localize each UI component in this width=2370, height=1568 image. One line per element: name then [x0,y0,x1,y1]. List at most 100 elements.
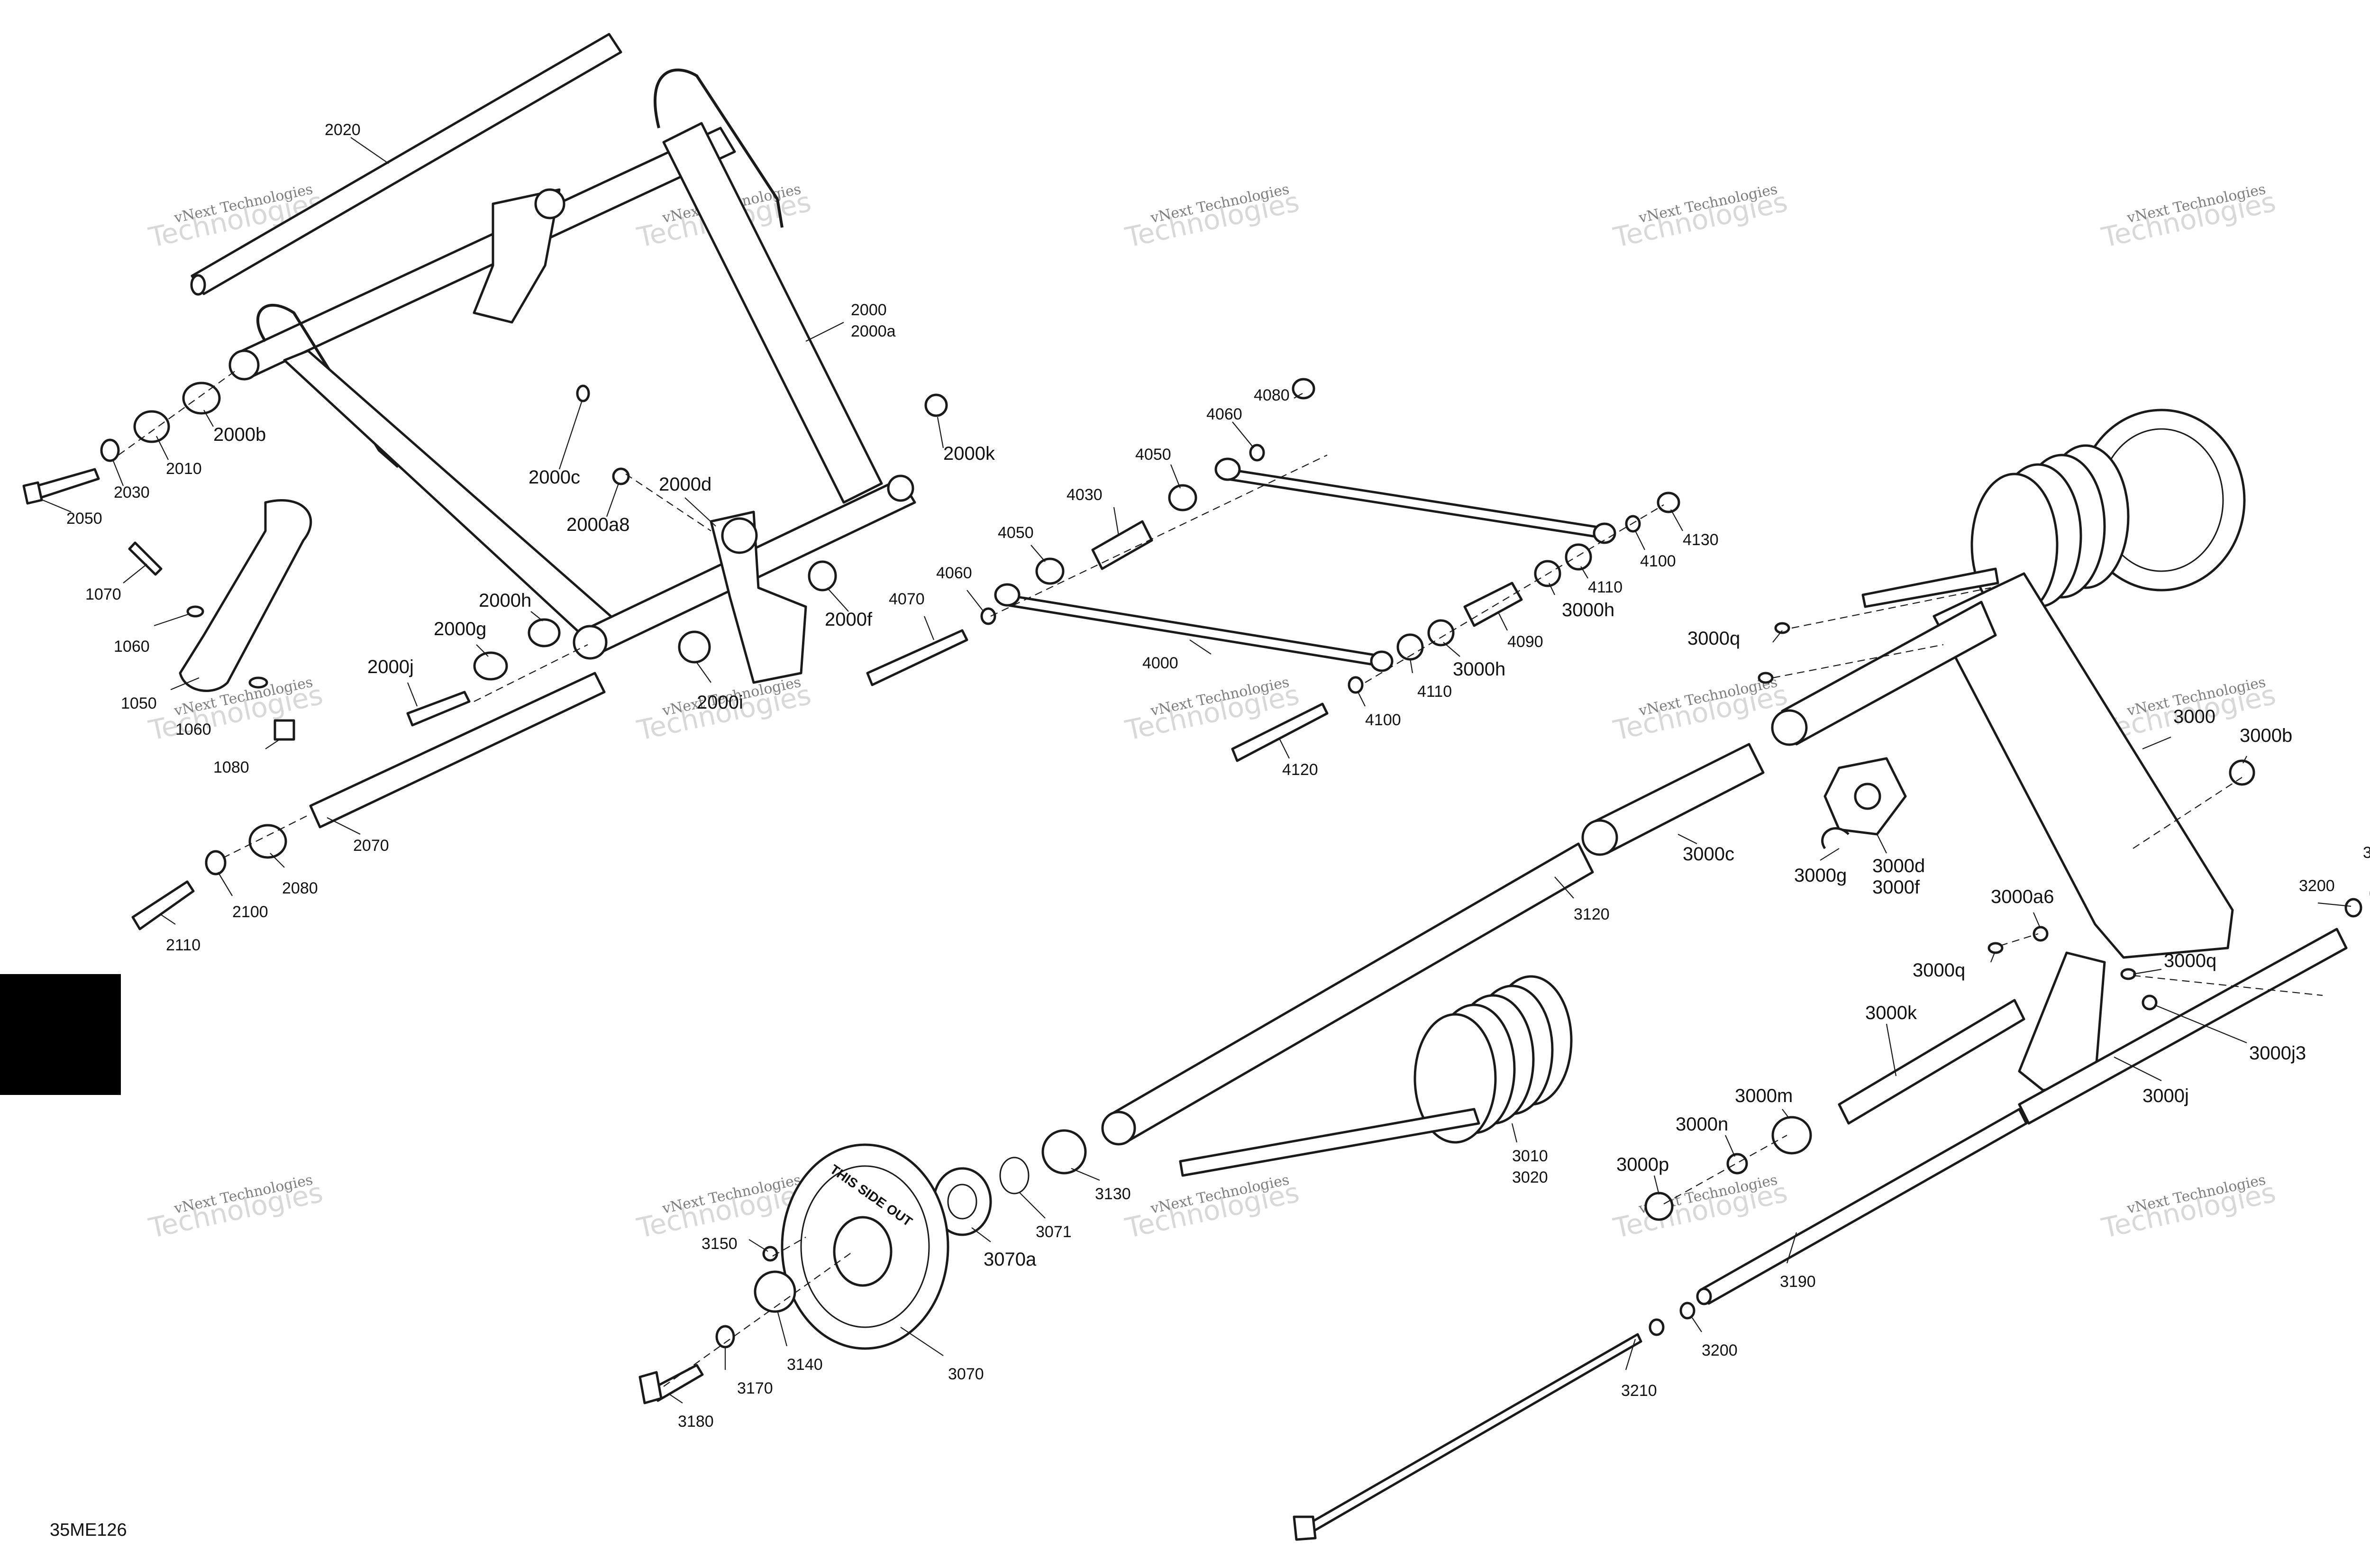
watermark-11: Technologies vNext Technologies [146,1172,326,1245]
bushing-2000h [528,618,561,647]
bolt-4070 [866,629,968,686]
callout-3200a: 3200 [2299,877,2335,895]
nut-4080 [1292,378,1315,400]
rod-4000-eye-right [1370,650,1394,672]
callout-4050b: 4050 [998,524,1034,542]
bearing-3070a-inner [947,1184,977,1220]
bolt-2050-head [22,481,43,505]
bushing-3000h-b [1427,619,1455,647]
bolt-3210-head [1293,1515,1317,1541]
callout-1060b: 1060 [175,720,211,738]
wheel-3070-rim [800,1165,930,1328]
callout-3010: 3010 [1512,1147,1548,1165]
callout-4030: 4030 [1066,486,1103,504]
washer-3170 [715,1325,735,1349]
callout-4090: 4090 [1507,633,1543,651]
nut-3000j3 [2142,994,2158,1011]
nut-3000a6 [2033,926,2049,942]
callout-3000j: 3000j [2142,1085,2189,1106]
sleeve-3000c-end [1581,819,1618,856]
callout-4050a: 4050 [1135,446,1171,464]
watermark-15: Technologies vNext Technologies [2098,1172,2279,1245]
sleeve-3000c [1591,743,1765,855]
callout-4120: 4120 [1282,761,1318,779]
nut-2000a8 [612,467,630,485]
callout-2000a: 2000a [851,322,896,340]
callout-2050: 2050 [66,510,102,528]
arm-center-bushing [721,517,758,554]
arm-lower-tube-end [573,625,608,660]
watermark-5: Technologies vNext Technologies [2098,181,2279,254]
bushing-2000g [473,651,508,681]
arm-lower-tube-end-right [887,474,914,502]
tube-3000k [1838,999,2025,1125]
arm-loop-right [653,68,784,228]
callout-2000h: 2000h [479,590,531,611]
callout-2020: 2020 [325,121,361,139]
callout-2000: 2000 [851,301,887,319]
callout-3180: 3180 [678,1413,714,1431]
callout-3130: 3130 [1095,1185,1131,1203]
washer-3200c [1649,1318,1665,1336]
rear-arm-lower-mount [2018,951,2106,1092]
washer-4100b [1348,676,1364,694]
arm-bracket-center [710,511,807,684]
bushing-3130 [1041,1129,1087,1175]
rear-arm-frame [1932,572,2234,959]
callout-3000q-b: 3000q [1913,960,1965,981]
callout-3000q-c: 3000q [2164,950,2216,971]
callout-2000i: 2000i [697,692,743,713]
callout-3000h-b: 3000h [1453,659,1505,680]
callout-2000a8: 2000a8 [566,514,629,535]
arm-upper-tube-end [228,349,260,381]
callout-4100a: 4100 [1640,552,1676,570]
callout-3000a6: 3000a6 [1991,886,2054,907]
arm-side-beam-right [662,122,883,504]
callout-3120: 3120 [1574,905,1610,923]
washer-1060 [186,605,204,618]
washer-4060b [980,607,996,625]
callout-1080: 1080 [213,758,249,776]
callout-4130: 4130 [1683,531,1719,549]
bolt-2110 [131,880,195,930]
rod-2020-end [190,274,206,296]
figure-code: 35ME126 [50,1520,127,1540]
callout-2100: 2100 [232,903,268,921]
bushing-2010 [133,410,170,443]
callout-3140: 3140 [787,1356,823,1374]
callout-4080: 4080 [1254,386,1290,404]
callout-2000j: 2000j [367,656,414,677]
callout-2070: 2070 [353,837,389,855]
rear-arm-assembly [1293,409,2370,1541]
spring-upper-arm [1861,567,1999,608]
watermark-3: Technologies vNext Technologies [1122,181,1302,254]
callout-2000b: 2000b [213,424,266,445]
sleeve-4030 [1091,520,1153,570]
watermark-6: Technologies vNext Technologies [146,674,326,747]
callout-3000: 3000 [2173,706,2215,727]
callout-3190: 3190 [1780,1273,1816,1291]
wheel-3070-hub [833,1216,893,1287]
watermark-4: Technologies vNext Technologies [1610,181,1790,254]
bushing-4050 [1168,484,1197,511]
callout-3150: 3150 [702,1235,738,1253]
cap-3000b [2229,759,2255,786]
leader-lines [42,137,2352,1404]
washer-3000n [1726,1153,1748,1175]
bushing-4110 [1565,543,1592,571]
lower-wheel-assembly: THIS SIDE OUT [638,842,1594,1404]
callout-3000k: 3000k [1865,1003,1917,1023]
watermark-9: Technologies vNext Technologies [1610,674,1790,747]
callout-4060a: 4060 [1206,405,1242,423]
rod-3190-end [1696,1287,1712,1305]
washer-4060 [1249,444,1265,462]
nut-4130 [1657,492,1680,513]
callout-3020: 3020 [1512,1168,1548,1186]
front-arm-assembly [190,33,916,684]
washer-3200 [2344,898,2362,918]
assembly-dash-lines [118,369,2323,1387]
callout-3000f: 3000f [1872,877,1920,898]
screw-3150 [762,1246,778,1262]
callout-2110: 2110 [166,936,201,954]
arm-bracket-bolt [534,188,565,219]
